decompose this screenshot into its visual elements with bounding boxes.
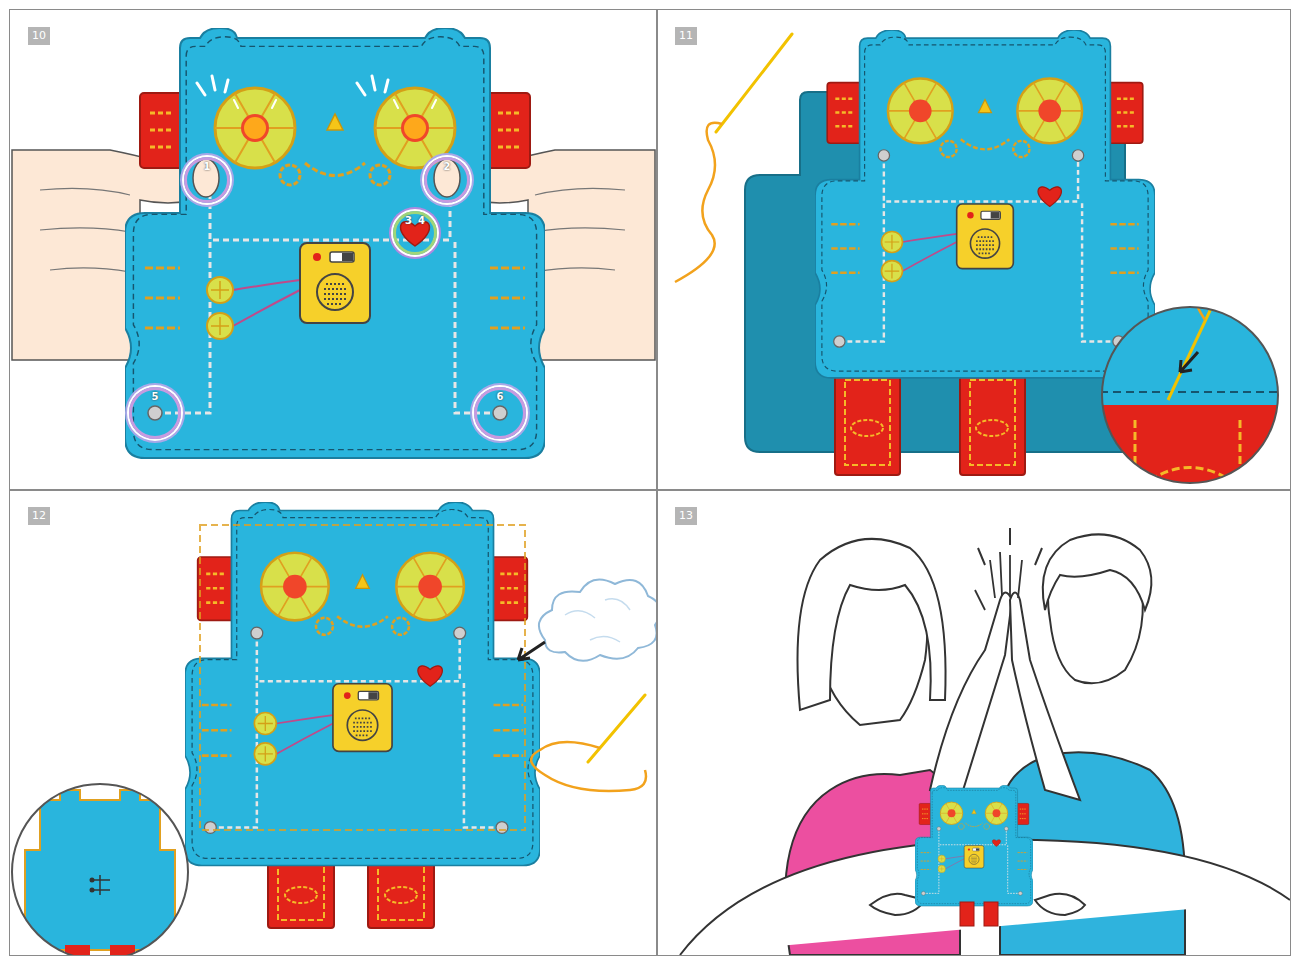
callout-number: 4 xyxy=(418,215,425,227)
zoom-detail xyxy=(1100,288,1290,495)
step-number: 13 xyxy=(675,507,697,525)
step-panel: 10 1 2 34 5 6 xyxy=(10,10,657,490)
step-illustration xyxy=(675,30,1290,495)
callout-ring: 1 xyxy=(184,157,230,203)
insert-arrow xyxy=(518,642,545,660)
callout-number: 1 xyxy=(204,161,211,173)
step-panel: 13 xyxy=(657,490,1290,955)
step-panel: 11 xyxy=(657,10,1290,490)
step-illustration xyxy=(680,528,1290,955)
light-rays xyxy=(197,76,388,95)
robot-front xyxy=(125,28,545,458)
callout-number: 3 xyxy=(405,215,412,227)
step-number: 10 xyxy=(28,27,50,45)
needle xyxy=(588,695,645,762)
thumb xyxy=(434,159,460,197)
step-illustration xyxy=(10,502,657,955)
step-illustration xyxy=(12,28,655,458)
stuffing-cloud xyxy=(539,580,657,661)
robot-stitched xyxy=(185,502,540,865)
robot-small xyxy=(915,785,1033,906)
step-panel: 12 xyxy=(10,490,657,955)
callout-number: 2 xyxy=(444,161,451,173)
callout-ring: 5 xyxy=(129,387,181,439)
step-number: 11 xyxy=(675,27,697,45)
thread xyxy=(531,742,646,791)
back-view-inset xyxy=(10,784,190,955)
girl-arm xyxy=(930,593,1012,801)
callout-ring: 6 xyxy=(474,387,526,439)
needle xyxy=(716,34,792,132)
robot-front xyxy=(815,30,1155,378)
boy-arm xyxy=(1010,593,1080,801)
robot-leg xyxy=(835,365,1025,475)
callout-ring: 2 xyxy=(424,157,470,203)
callout-number: 5 xyxy=(152,391,159,403)
thumb xyxy=(193,159,219,197)
thread xyxy=(675,123,722,282)
callout-ring: 34 xyxy=(393,211,437,255)
callout-number: 6 xyxy=(497,391,504,403)
step-number: 12 xyxy=(28,507,50,525)
